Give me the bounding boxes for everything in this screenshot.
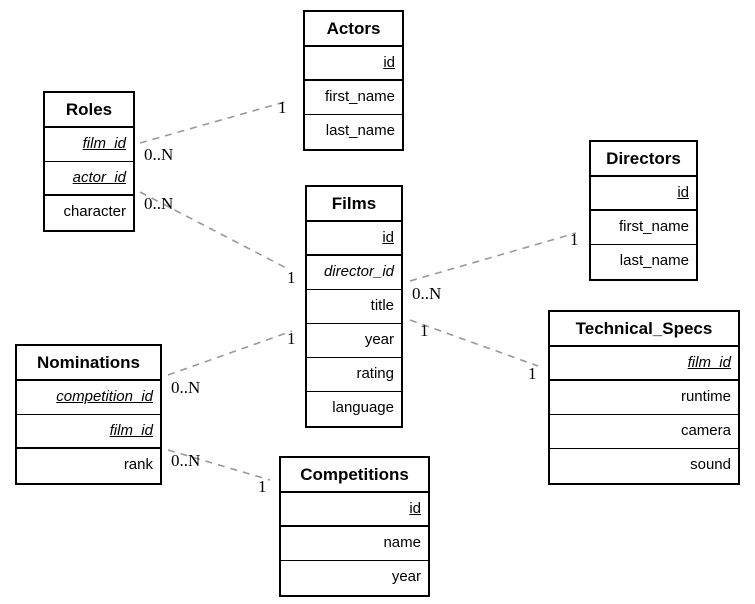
attribute-nominations-film_id[interactable]: film_id: [17, 415, 160, 449]
attribute-label: name: [383, 534, 421, 551]
attribute-films-rating[interactable]: rating: [307, 358, 401, 392]
attribute-technical_specs-camera[interactable]: camera: [550, 415, 738, 449]
cardinality-films-technical-specs-from: 1: [420, 321, 429, 340]
attribute-label: runtime: [680, 388, 731, 405]
entity-title-nominations: Nominations: [17, 346, 160, 381]
cardinality-nominations-films-from: 0..N: [171, 378, 201, 397]
attribute-label: film_id: [82, 135, 126, 152]
attribute-roles-character[interactable]: character: [45, 196, 133, 230]
attribute-films-title[interactable]: title: [307, 290, 401, 324]
entity-title-roles: Roles: [45, 93, 133, 128]
entity-title-competitions: Competitions: [281, 458, 428, 493]
cardinality-films-technical-specs-to: 1: [528, 364, 537, 383]
cardinality-films-directors-to: 1: [570, 230, 579, 249]
attribute-label: year: [364, 331, 394, 348]
relationship-line-nominations-films: [167, 330, 293, 376]
attribute-label: language: [332, 399, 394, 416]
entity-title-films: Films: [307, 187, 401, 222]
attribute-competitions-id[interactable]: id: [281, 493, 428, 527]
cardinality-roles-actors-to: 1: [278, 98, 287, 117]
cardinality-roles-films-from: 0..N: [144, 194, 174, 213]
attribute-label: last_name: [325, 122, 395, 139]
cardinality-nominations-competitions-to: 1: [258, 477, 267, 496]
entity-directors[interactable]: Directors id first_name last_name: [589, 140, 698, 281]
relationship-line-roles-actors: [139, 100, 289, 144]
attribute-roles-film_id[interactable]: film_id: [45, 128, 133, 162]
entity-title-technical_specs: Technical_Specs: [550, 312, 738, 347]
attribute-label: film_id: [687, 354, 731, 371]
attribute-label: rank: [123, 456, 153, 473]
attribute-label: competition_id: [56, 388, 153, 405]
cardinality-nominations-films-to: 1: [287, 329, 296, 348]
attribute-directors-last_name[interactable]: last_name: [591, 245, 696, 279]
attribute-actors-id[interactable]: id: [305, 47, 402, 81]
cardinality-films-directors-from: 0..N: [412, 284, 442, 303]
attribute-label: title: [370, 297, 394, 314]
attribute-nominations-competition_id[interactable]: competition_id: [17, 381, 160, 415]
relationship-line-films-technical-specs: [409, 319, 539, 367]
attribute-directors-first_name[interactable]: first_name: [591, 211, 696, 245]
entity-actors[interactable]: Actors id first_name last_name: [303, 10, 404, 151]
attribute-label: id: [409, 500, 421, 517]
attribute-label: rating: [356, 365, 394, 382]
attribute-competitions-year[interactable]: year: [281, 561, 428, 595]
attribute-label: id: [383, 54, 395, 71]
attribute-label: director_id: [323, 263, 394, 280]
attribute-label: id: [677, 184, 689, 201]
attribute-label: sound: [690, 456, 731, 473]
attribute-films-language[interactable]: language: [307, 392, 401, 426]
attribute-label: camera: [680, 422, 731, 439]
attribute-label: film_id: [109, 422, 153, 439]
cardinality-roles-films-to: 1: [287, 268, 296, 287]
attribute-technical_specs-runtime[interactable]: runtime: [550, 381, 738, 415]
attribute-technical_specs-sound[interactable]: sound: [550, 449, 738, 483]
attribute-label: actor_id: [72, 169, 126, 186]
attribute-actors-first_name[interactable]: first_name: [305, 81, 402, 115]
cardinality-roles-actors-from: 0..N: [144, 145, 174, 164]
entity-competitions[interactable]: Competitions id name year: [279, 456, 430, 597]
attribute-actors-last_name[interactable]: last_name: [305, 115, 402, 149]
attribute-roles-actor_id[interactable]: actor_id: [45, 162, 133, 196]
cardinality-nominations-competitions-from: 0..N: [171, 451, 201, 470]
attribute-label: first_name: [618, 218, 689, 235]
attribute-competitions-name[interactable]: name: [281, 527, 428, 561]
attribute-label: first_name: [324, 88, 395, 105]
attribute-technical_specs-film_id[interactable]: film_id: [550, 347, 738, 381]
attribute-films-director_id[interactable]: director_id: [307, 256, 401, 290]
entity-roles[interactable]: Roles film_id actor_id character: [43, 91, 135, 232]
attribute-directors-id[interactable]: id: [591, 177, 696, 211]
attribute-label: year: [391, 568, 421, 585]
attribute-label: character: [63, 203, 126, 220]
attribute-label: last_name: [619, 252, 689, 269]
entity-title-directors: Directors: [591, 142, 696, 177]
attribute-films-year[interactable]: year: [307, 324, 401, 358]
attribute-label: id: [382, 229, 394, 246]
attribute-nominations-rank[interactable]: rank: [17, 449, 160, 483]
entity-title-actors: Actors: [305, 12, 402, 47]
attribute-films-id[interactable]: id: [307, 222, 401, 256]
relationship-line-films-directors: [409, 232, 577, 282]
